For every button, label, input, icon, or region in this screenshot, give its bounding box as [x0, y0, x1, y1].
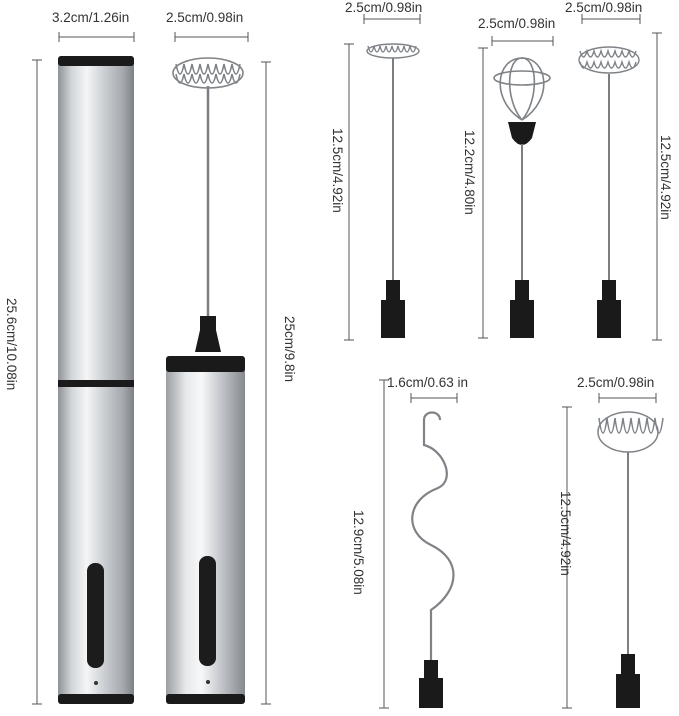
power-button	[199, 556, 216, 666]
spring-whisk-height-label: 12.5cm/4.92in	[558, 491, 573, 576]
body-height-label: 25.6cm/10.08in	[4, 298, 19, 391]
power-button	[87, 563, 104, 668]
dimension-lines	[32, 14, 662, 709]
spring-whisk-width-label: 2.5cm/0.98in	[577, 375, 655, 390]
balloon-whisk-height-label: 12.2cm/4.80in	[462, 130, 477, 215]
body-width-label: 3.2cm/1.26in	[52, 10, 130, 25]
double-coil-height-label: 12.5cm/4.92in	[658, 135, 673, 220]
double-coil-width-label: 2.5cm/0.98in	[565, 0, 643, 15]
balloon-whisk-width-label: 2.5cm/0.98in	[478, 16, 556, 31]
spiral-hook-height-label: 12.9cm/5.08in	[351, 510, 366, 595]
frother-handle-with-whisk	[166, 57, 245, 704]
mixer-height-label: 25cm/9.8in	[282, 316, 297, 383]
accessory-coil-whisk	[366, 43, 420, 338]
mixer-width-label: 2.5cm/0.98in	[166, 10, 244, 25]
spiral-hook-width-label: 1.6cm/0.63 in	[387, 375, 469, 390]
accessory-spiral-hook	[411, 411, 455, 708]
accessory-balloon-whisk	[493, 57, 551, 338]
accessory-spring-whisk	[597, 411, 664, 708]
coil-whisk-height-label: 12.5cm/4.92in	[330, 128, 345, 213]
coil-whisk-width-label: 2.5cm/0.98in	[345, 0, 423, 15]
accessory-double-coil-whisk	[578, 46, 640, 338]
frother-storage-tube	[58, 56, 134, 704]
coil-whisk-head	[172, 57, 244, 89]
